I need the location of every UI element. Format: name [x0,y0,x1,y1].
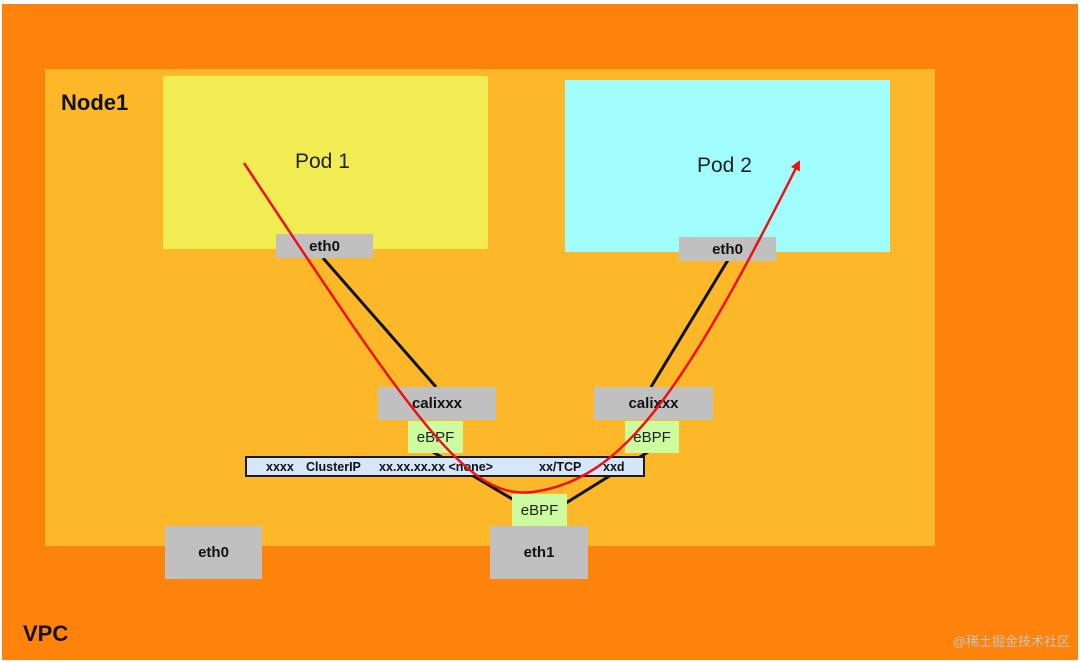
node1-label: Node1 [61,90,129,115]
pod1-box [163,76,488,249]
pod1-label: Pod 1 [295,150,350,173]
flow-path [242,160,801,494]
service-port: xx/TCP [539,459,582,474]
cali-right-interface: calixxx [594,387,713,420]
service-cluster-ip: xx.xx.xx.xx <none> [379,459,493,474]
cali-left-interface: calixxx [378,387,496,420]
service-row: xxxx ClusterIP xx.xx.xx.xx <none> xx/TCP… [245,456,645,477]
host-eth1-interface: eth1 [490,526,588,579]
watermark: @稀土掘金技术社区 [952,634,1070,649]
vpc-label: VPC [23,621,69,646]
service-name: xxxx [266,459,294,474]
ebpf-bottom-hook: eBPF [512,494,567,526]
host-eth0-interface: eth0 [165,526,262,579]
ebpf-right-hook: eBPF [625,421,679,453]
pod2-box [565,80,890,252]
pod2-label: Pod 2 [697,154,752,177]
wire-pod1-to-cali [321,257,438,388]
service-age: xxd [603,459,625,474]
wire-pod2-to-cali [649,259,730,388]
service-type: ClusterIP [306,459,361,474]
